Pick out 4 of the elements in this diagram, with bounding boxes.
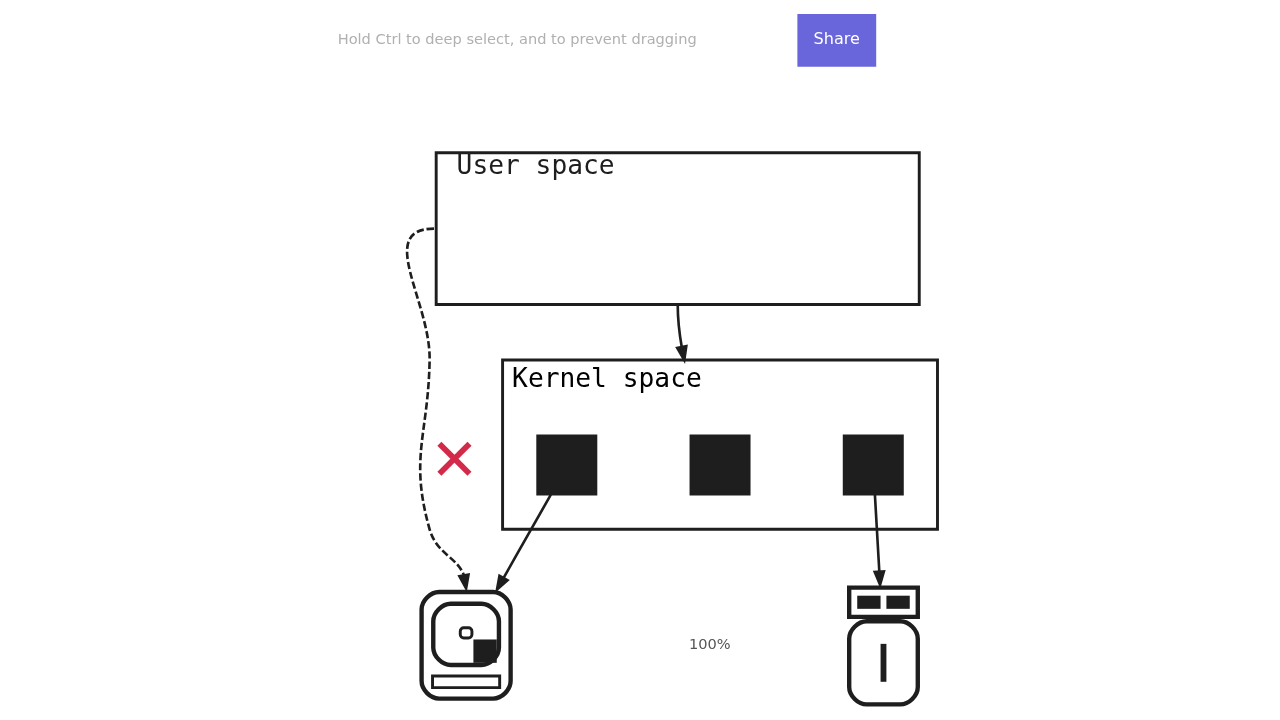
label: Hold Ctrl to deep select, and to prevent dragging — [337, 30, 697, 48]
edge-label: ✕ — [429, 425, 479, 494]
label: 100% — [688, 634, 731, 652]
label: Share — [813, 29, 860, 49]
